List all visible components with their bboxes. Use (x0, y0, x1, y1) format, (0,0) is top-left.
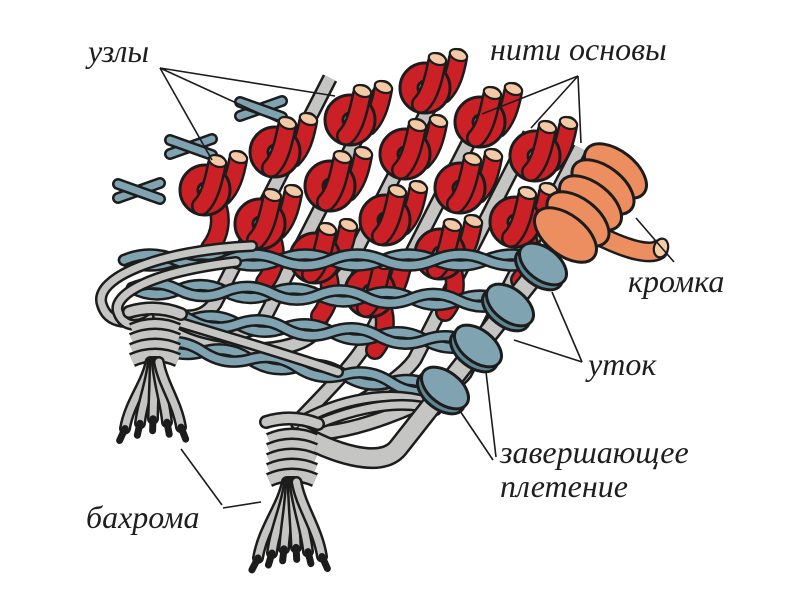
pile-knot (303, 145, 374, 213)
selvage-coil (533, 142, 670, 264)
pile-knot (378, 113, 449, 181)
leader-warp-threads (481, 75, 582, 144)
finishing-weave-rings (416, 241, 568, 416)
fringe-tassel (116, 301, 190, 444)
leader-fringe (180, 448, 262, 509)
fringe-tassel (248, 411, 331, 574)
pile-knot (453, 81, 524, 149)
pile-knot (398, 47, 469, 115)
leader-knots (159, 67, 336, 161)
diagram-labels: узлы нити основы кромка уток завершающее… (85, 31, 724, 535)
leader-selvage (635, 217, 675, 263)
pile-knot (323, 79, 394, 147)
pile-knot (508, 115, 579, 183)
label-weft: уток (585, 346, 657, 382)
fringe-tassels (116, 301, 331, 574)
leader-weft (513, 291, 583, 363)
label-fringe: бахрома (86, 499, 200, 535)
label-warp-threads: нити основы (490, 31, 667, 67)
label-finishing-weave-line1: завершающее (499, 434, 689, 470)
leader-lines (159, 67, 675, 509)
label-selvage: кромка (628, 263, 724, 299)
knots-group (178, 47, 579, 360)
pile-knot (248, 111, 319, 179)
leader-finishing-weave (457, 371, 497, 461)
pile-knot (358, 179, 429, 247)
label-finishing-weave-line2: плетение (500, 468, 628, 504)
weave-artwork (95, 47, 670, 574)
pile-knot (433, 147, 504, 215)
weft-stubs (112, 95, 288, 205)
label-knots: узлы (85, 33, 149, 69)
